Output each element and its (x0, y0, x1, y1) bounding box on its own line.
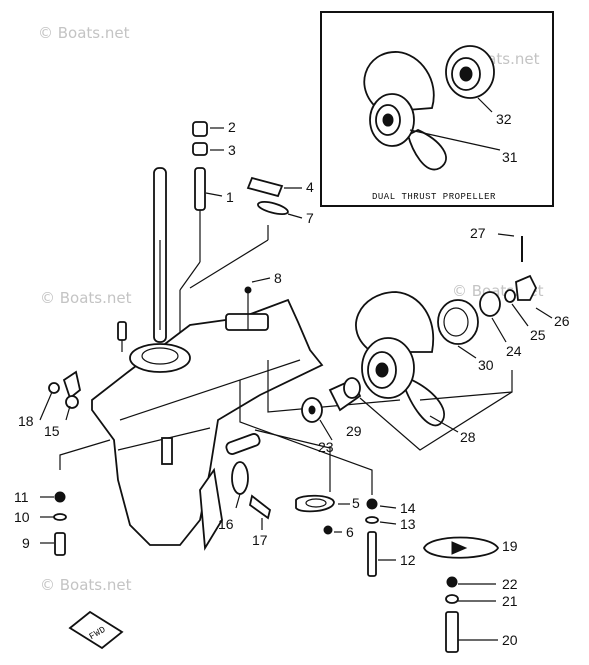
water-tube (225, 433, 272, 520)
watermark: © Boats.net (40, 576, 132, 594)
callout-19: 19 (502, 538, 518, 554)
callout-18: 18 (18, 413, 34, 429)
callout-labels: 1 2 3 4 5 6 7 8 9 10 11 12 13 14 15 16 1… (14, 111, 570, 648)
callout-17: 17 (252, 532, 268, 548)
callout-29: 29 (346, 423, 362, 439)
watermark: © Boats.net (40, 289, 132, 307)
shift-rod-connector (179, 121, 208, 345)
callout-12: 12 (400, 552, 416, 568)
callout-32: 32 (496, 111, 512, 127)
callout-20: 20 (502, 632, 518, 648)
left-fittings (48, 321, 127, 409)
callout-3: 3 (228, 142, 236, 158)
callout-15: 15 (44, 423, 60, 439)
callout-31: 31 (502, 149, 518, 165)
main-propeller (301, 236, 538, 451)
callout-23: 23 (318, 439, 334, 455)
shift-rod (153, 167, 167, 343)
callout-11: 11 (14, 489, 29, 505)
callout-26: 26 (554, 313, 570, 329)
dual-thrust-inset: DUAL THRUST PROPELLER (320, 11, 554, 207)
callout-16: 16 (218, 516, 234, 532)
anode-and-bolts (295, 494, 379, 577)
callout-leaders (39, 127, 553, 641)
trim-plate (423, 536, 500, 653)
key-and-grommet (189, 176, 289, 289)
inset-title: DUAL THRUST PROPELLER (372, 192, 496, 202)
callout-14: 14 (400, 500, 416, 516)
fwd-arrow: FWD (68, 610, 124, 650)
callout-30: 30 (478, 357, 494, 373)
callout-2: 2 (228, 119, 236, 135)
callout-10: 10 (14, 509, 30, 525)
callout-5: 5 (352, 495, 360, 511)
callout-24: 24 (506, 343, 522, 359)
watermark: © Boats.net (38, 24, 130, 42)
callout-7: 7 (306, 210, 314, 226)
lower-unit-housing (91, 286, 324, 551)
drain-bolts (53, 491, 67, 556)
callout-6: 6 (346, 524, 354, 540)
callout-27: 27 (470, 225, 486, 241)
callout-8: 8 (274, 270, 282, 286)
callout-9: 9 (22, 535, 30, 551)
callout-25: 25 (530, 327, 546, 343)
callout-1: 1 (226, 189, 234, 205)
callout-21: 21 (502, 593, 518, 609)
callout-28: 28 (460, 429, 476, 445)
callout-22: 22 (502, 576, 518, 592)
callout-13: 13 (400, 516, 416, 532)
callout-4: 4 (306, 179, 314, 195)
leader-lines (59, 360, 401, 495)
